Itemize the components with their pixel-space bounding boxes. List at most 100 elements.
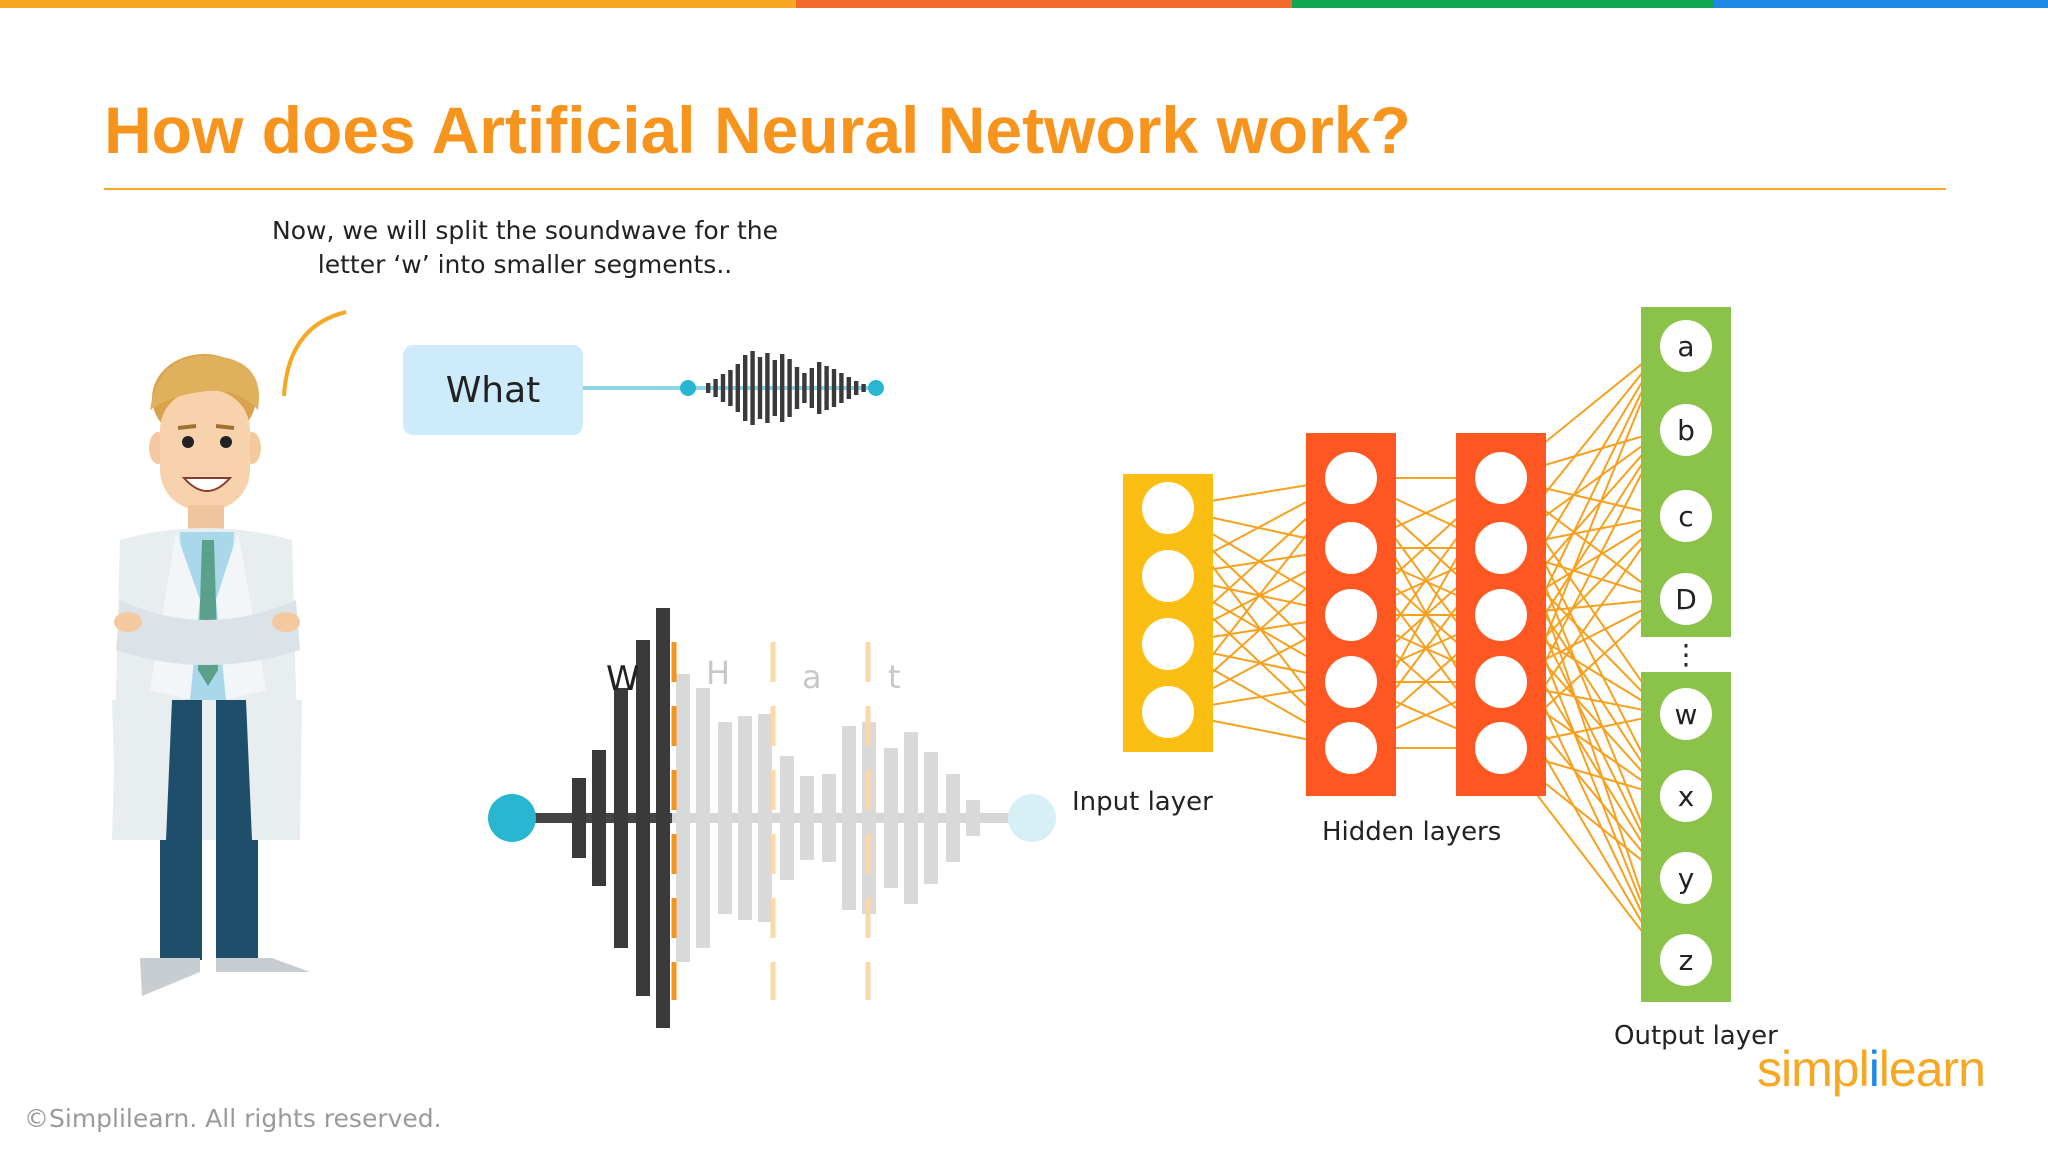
segment-letter-a: a [802,658,822,696]
soundwave-end-dot [868,380,884,396]
input-node [1142,686,1194,738]
large-wave-bar-dark [636,640,650,996]
large-wave-end-dot [1008,794,1056,842]
large-wave-bar-light [738,716,752,920]
small-wave-bar [772,360,777,416]
small-wave-bar [787,359,792,417]
small-wave-bar [854,381,859,395]
small-wave-bar [839,373,844,403]
hidden-node-layer2 [1475,722,1527,774]
small-wave-bar [802,373,807,403]
output-node [1660,404,1712,456]
output-node-x: x [1678,780,1695,813]
small-wave-bar [809,368,814,408]
small-wave-bar [794,367,800,409]
hidden-node-layer1 [1325,452,1377,504]
small-wave-bar [728,370,733,406]
large-wave-bar-light [718,722,732,914]
large-wave-bar-light [904,732,918,904]
output-node-b: b [1677,414,1695,447]
caption-line-2: letter ‘w’ into smaller segments.. [317,250,733,279]
simplilearn-logo: simplilearn [1757,1040,1986,1098]
large-wave-bar-dark [572,778,586,858]
small-wave-bar [817,362,822,414]
network-connections [1167,345,1665,961]
large-wave-bar-light [946,774,960,862]
large-wave-bar-dark [656,608,670,1028]
small-wave-bar [750,351,755,425]
output-node-z: z [1679,944,1694,977]
small-wave-bar [824,366,829,410]
slide-title: How does Artificial Neural Network work? [104,93,1411,167]
small-wave-bar [706,383,711,393]
small-wave-bar [831,369,837,407]
output-node [1660,573,1712,625]
small-wave-bar [780,354,785,422]
output-node [1660,934,1712,986]
output-node-a: a [1677,330,1694,363]
hidden-layers-label: Hidden layers [1322,817,1501,847]
hidden-node-layer2 [1475,656,1527,708]
word-label: What [445,369,541,411]
hidden-node-layer1 [1325,589,1377,641]
output-node-c: c [1678,500,1693,533]
large-wave-bar-light [884,748,898,888]
small-wave-bar [713,379,718,397]
small-wave-bar [735,364,740,412]
output-ellipsis: ⋮ [1672,638,1700,671]
large-wave-bar-light [822,774,836,862]
small-wave-bar [861,384,866,392]
small-wave-bar [757,357,763,419]
output-layer-label: Output layer [1614,1021,1778,1051]
segment-letter-h: H [706,654,730,692]
soundwave-start-dot [680,380,696,396]
large-wave-bar-light [862,722,876,914]
large-wave-bar-light [842,726,856,910]
input-node [1142,482,1194,534]
small-wave-bar [743,355,748,421]
segment-letter-w: W [606,659,640,699]
output-node-w: w [1675,698,1698,731]
logo-text-2: i [1868,1041,1880,1097]
word-box: What [403,345,583,435]
hidden-node-layer1 [1325,656,1377,708]
output-node [1660,852,1712,904]
output-node-labels: a b c D ⋮ w x y z [1672,330,1700,977]
large-wave-bar-light [924,752,938,884]
logo-text-1: simpl [1757,1041,1870,1097]
speech-arc [282,310,347,397]
top-color-bar [0,0,2048,8]
top-bar-segment-red [796,0,1292,8]
hidden-node-layer1 [1325,522,1377,574]
large-wave-bar-light [800,776,814,860]
output-node-y: y [1678,862,1695,895]
output-node [1660,770,1712,822]
hidden-node-layer1 [1325,722,1377,774]
input-node [1142,550,1194,602]
large-wave-bar-light [966,800,980,836]
logo-text-3: learn [1878,1041,1986,1097]
output-node [1660,320,1712,372]
hidden-node-layer2 [1475,589,1527,641]
large-wave-bar-light [696,688,710,948]
output-node [1660,688,1712,740]
scientist-icon [112,354,310,996]
small-wave-bar [720,374,726,402]
large-wave-bar-light [780,756,794,880]
small-soundwave [583,351,884,425]
large-soundwave: W H a t [488,608,1056,1028]
small-wave-bar [846,377,851,399]
large-wave-bar-light [676,674,690,962]
hidden-node-layer2 [1475,522,1527,574]
hidden-node-layer2 [1475,452,1527,504]
speech-caption: Now, we will split the soundwave for the… [270,214,780,282]
caption-line-1: Now, we will split the soundwave for the [272,216,778,245]
segment-letter-t: t [888,658,901,696]
output-node-d: D [1675,583,1697,616]
small-wave-bar [765,353,770,423]
top-bar-segment-blue [1714,0,2048,8]
input-layer-label: Input layer [1072,787,1213,817]
large-wave-bar-light [758,714,772,922]
copyright-footer: ©Simplilearn. All rights reserved. [24,1104,442,1133]
